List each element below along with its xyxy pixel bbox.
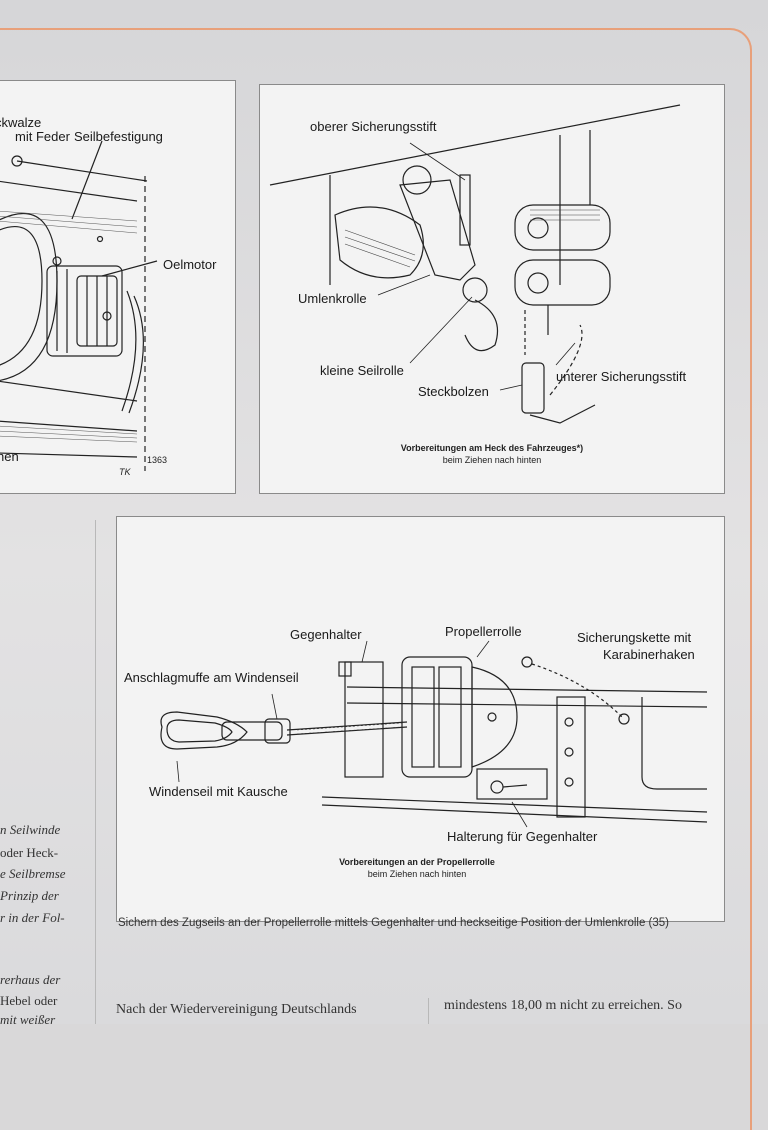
figure-propeller-roller-panel: Gegenhalter Propellerrolle Sicherungsket…: [116, 516, 725, 922]
label-oil-motor: Oelmotor: [163, 257, 217, 272]
left-text-line-3: e Seilbremse: [0, 866, 66, 881]
label-counter-holder: Gegenhalter: [290, 627, 362, 642]
left-text-line-1: n Seilwinde: [0, 822, 61, 837]
label-holder-mount: Halterung für Gegenhalter: [447, 829, 598, 844]
label-rope-fixing: Seilbefestigung: [74, 129, 163, 144]
left-text-line-8: Hebel oder: [0, 993, 58, 1008]
label-upper-safety-pin: oberer Sicherungsstift: [310, 119, 437, 134]
label-stop-sleeve: Anschlagmuffe am Windenseil: [124, 670, 299, 685]
label-safety-chain-line2: Karabinerhaken: [603, 647, 695, 662]
label-drum-spring-line1: ckwalze: [0, 115, 42, 130]
body-text-col2: mindestens 18,00 m nicht zu erreichen. S…: [444, 998, 682, 1013]
figure-number: 1363: [147, 455, 168, 465]
caption-propeller-regular: beim Ziehen nach hinten: [367, 869, 467, 879]
left-text-line-2: oder Heck-: [0, 845, 59, 860]
column-divider-body: [428, 998, 429, 1024]
figure-oil-motor-panel: ckwalze mit Feder Seilbefestigung Oelmot…: [0, 80, 236, 494]
label-pulley: Umlenkrolle: [298, 291, 367, 306]
caption-rear-regular: beim Ziehen nach hinten: [442, 455, 542, 465]
propeller-roller-drawing: [160, 640, 708, 828]
oil-motor-drawing: [0, 140, 158, 471]
page-border-accent: [0, 28, 752, 1130]
left-text-line-5: r in der Fol-: [0, 910, 65, 925]
label-drum-spring-line2: mit Feder: [15, 129, 70, 144]
left-text-line-9: mit weißer: [0, 1012, 56, 1027]
left-text-line-4: Prinzip der: [0, 888, 59, 903]
label-winch-rope: Windenseil mit Kausche: [149, 784, 288, 799]
label-lower-safety-pin: unterer Sicherungsstift: [556, 369, 687, 384]
label-propeller-roller: Propellerrolle: [445, 624, 522, 639]
label-plug-bolt: Steckbolzen: [418, 384, 489, 399]
label-safety-chain-line1: Sicherungskette mit: [577, 630, 692, 645]
body-text-col1: Nach der Wiedervereinigung Deutschlands: [116, 1002, 357, 1017]
caption-rear-bold: Vorbereitungen am Heck des Fahrzeuges*): [400, 443, 584, 453]
label-small-pulley: kleine Seilrolle: [320, 363, 404, 378]
left-text-line-7: rerhaus der: [0, 972, 61, 987]
figure-rear-preparations-panel: oberer Sicherungsstift Umlenkrolle klein…: [259, 84, 725, 494]
signature-mark: TK: [119, 467, 131, 477]
column-divider-left: [95, 520, 96, 1024]
label-bottom-fragment: hen: [0, 449, 19, 464]
caption-propeller-bold: Vorbereitungen an der Propellerrolle: [339, 857, 495, 867]
rear-pulley-drawing: [269, 104, 681, 424]
figure-caption: Sichern des Zugseils an der Propellerrol…: [118, 917, 669, 929]
